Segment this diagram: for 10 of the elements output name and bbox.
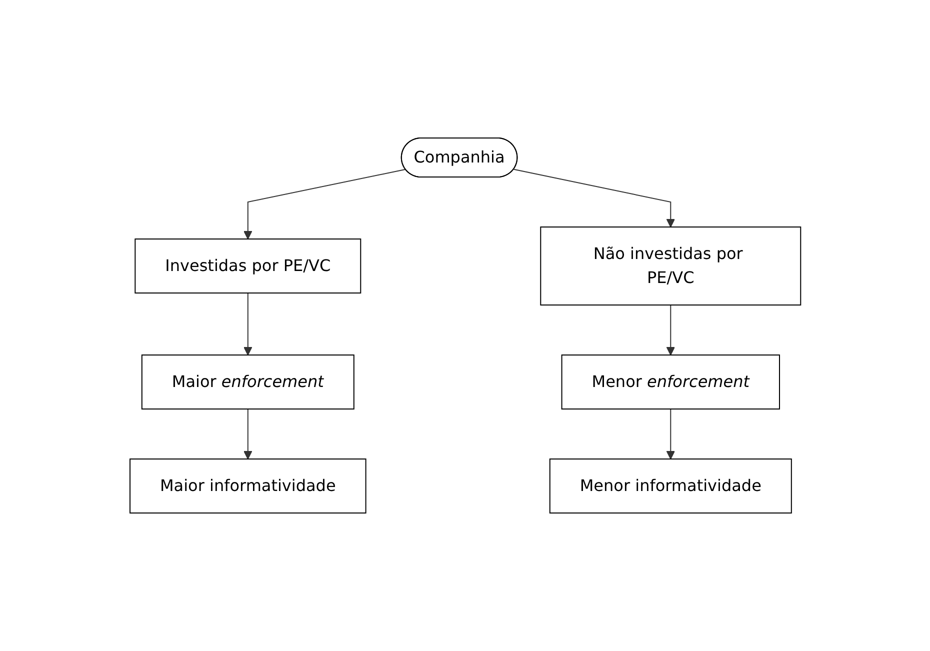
arrow [243, 292, 252, 356]
arrow [513, 168, 675, 228]
arrow [243, 168, 406, 240]
node-box: Menor informatividade [549, 458, 792, 514]
arrow [666, 408, 675, 460]
arrow [666, 304, 675, 356]
node-box: Maior informatividade [129, 458, 366, 514]
arrow [243, 408, 252, 460]
node-box: Investidas por PE/VC [134, 238, 361, 294]
node-box: Não investidas por PE/VC [540, 226, 801, 306]
